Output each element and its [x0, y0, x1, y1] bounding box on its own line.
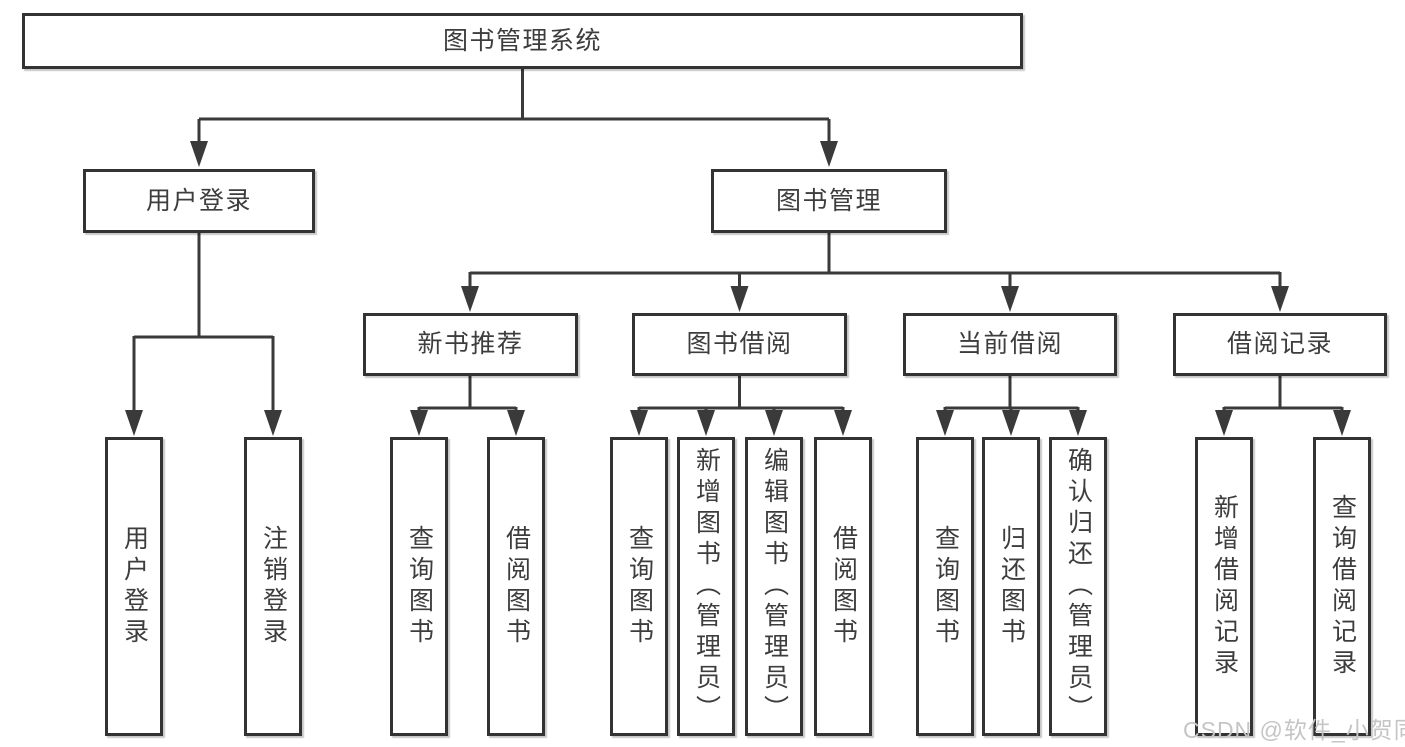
leaf-add-borrow-record: 新增借阅记录 — [1195, 437, 1253, 736]
leaf-edit-books-admin: 编辑图书（管理员） — [745, 437, 803, 736]
leaf-borrow-books-label: 借阅图书 — [829, 524, 858, 649]
leaf-query-borrow-record: 查询借阅记录 — [1313, 437, 1371, 736]
node-user-login-label: 用户登录 — [145, 186, 252, 215]
leaf-add-borrow-record-label: 新增借阅记录 — [1210, 493, 1239, 680]
leaf-confirm-return-admin: 确认归还（管理员） — [1049, 437, 1107, 736]
leaf-query-books-current: 查询图书 — [916, 437, 974, 736]
node-current-borrow-label: 当前借阅 — [956, 330, 1063, 358]
leaf-return-books: 归还图书 — [982, 437, 1040, 736]
node-root-label: 图书管理系统 — [442, 26, 602, 55]
watermark: CSDN @软件_小贺同学 — [1183, 717, 1405, 743]
leaf-query-books-current-label: 查询图书 — [931, 524, 960, 649]
leaf-query-books-recommend: 查询图书 — [390, 437, 448, 736]
node-new-book-recommend-label: 新书推荐 — [417, 330, 524, 358]
leaf-return-books-label: 归还图书 — [997, 524, 1026, 649]
leaf-query-books-borrow: 查询图书 — [610, 437, 668, 736]
leaf-borrow-books: 借阅图书 — [814, 437, 872, 736]
leaf-borrow-books-recommend-label: 借阅图书 — [502, 524, 531, 649]
arrowheads — [125, 141, 1351, 436]
node-new-book-recommend: 新书推荐 — [363, 313, 578, 376]
node-book-borrow-label: 图书借阅 — [686, 330, 793, 358]
leaf-add-books-admin: 新增图书（管理员） — [677, 437, 735, 736]
leaf-query-books-recommend-label: 查询图书 — [405, 524, 434, 649]
node-book-management-label: 图书管理 — [775, 186, 882, 215]
node-book-borrow: 图书借阅 — [632, 313, 847, 376]
leaf-edit-books-admin-label: 编辑图书（管理员） — [760, 447, 789, 726]
leaf-query-borrow-record-label: 查询借阅记录 — [1328, 493, 1357, 680]
node-user-login: 用户登录 — [83, 169, 315, 233]
leaf-add-books-admin-label: 新增图书（管理员） — [692, 447, 721, 726]
node-borrow-records: 借阅记录 — [1173, 313, 1387, 376]
node-book-management: 图书管理 — [711, 169, 947, 233]
node-current-borrow: 当前借阅 — [903, 313, 1117, 376]
node-borrow-records-label: 借阅记录 — [1226, 330, 1333, 358]
leaf-user-login-label: 用户登录 — [120, 524, 149, 649]
leaf-logout-label: 注销登录 — [259, 524, 288, 649]
leaf-borrow-books-recommend: 借阅图书 — [487, 437, 545, 736]
node-root: 图书管理系统 — [22, 13, 1023, 69]
leaf-query-books-borrow-label: 查询图书 — [625, 524, 654, 649]
leaf-confirm-return-admin-label: 确认归还（管理员） — [1064, 447, 1093, 726]
leaf-logout: 注销登录 — [244, 437, 302, 736]
leaf-user-login: 用户登录 — [105, 437, 163, 736]
